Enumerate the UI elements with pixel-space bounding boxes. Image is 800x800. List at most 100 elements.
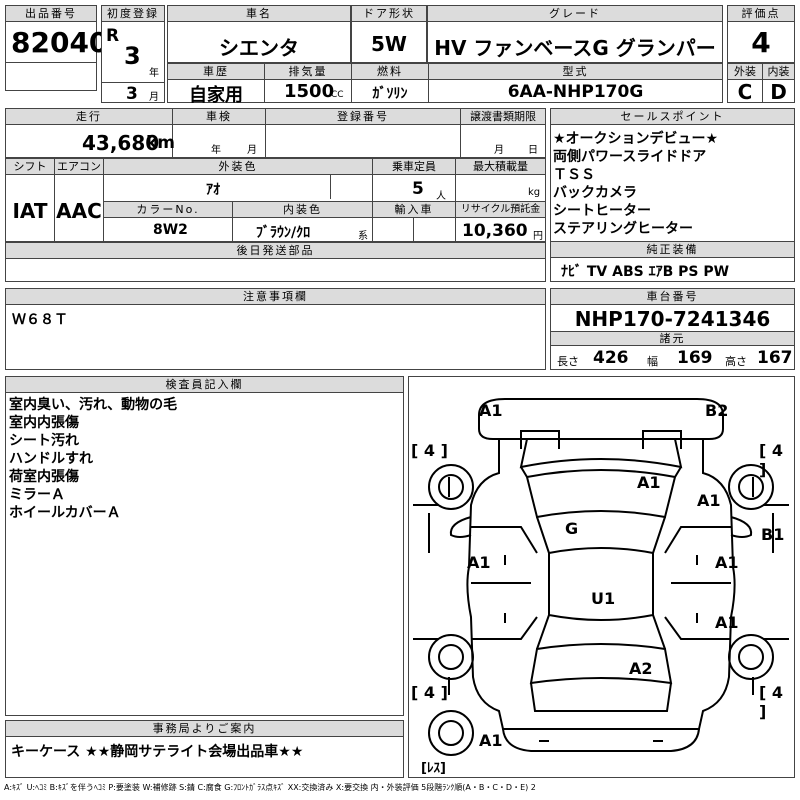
legend: A:ｷｽﾞ U:ﾍｺﾐ B:ｷｽﾞを伴うﾍｺﾐ P:要塗装 W:補修跡 S:錆 … (4, 783, 536, 792)
grades-box: 外装 内装 C D (727, 63, 795, 104)
chassis-number: NHP170-7241346 (574, 307, 771, 331)
first-reg-label: 初度登録 (102, 6, 164, 22)
height-label: 高さ (725, 355, 747, 368)
office-notice: キーケース ★★静岡サテライト会場出品車★★ (11, 744, 304, 760)
mark-b1-right: B1 (761, 525, 785, 544)
mark-a1-front-fender-r: A1 (697, 491, 721, 510)
exterior-grade-label: 外装 (728, 64, 762, 80)
damage-diagram: A1 B2 A1 A1 B1 G A1 A1 U1 A1 A2 A1 [ 4 ]… (408, 376, 795, 778)
mark-g-windshield: G (565, 519, 579, 538)
caution-box: 注意事項欄 Ｗ６８Ｔ (5, 288, 546, 370)
list-item: 荷室内張傷 (9, 469, 79, 485)
mark-a1-hood: A1 (637, 473, 661, 492)
car-outline (413, 398, 789, 756)
lot-number: 82040 (11, 26, 109, 59)
list-item: ホイールカバーＡ (9, 505, 121, 521)
color-no-label: カラーNo. (104, 202, 232, 218)
list-item: ステアリングヒーター (553, 221, 693, 237)
car-name-label: 車名 (168, 6, 350, 22)
transfer-day-unit: 日 (528, 145, 538, 156)
aircon-label: エアコン (55, 159, 103, 175)
later-shipping-label: 後日発送部品 (6, 243, 545, 259)
list-item: 両側パワースライドドア (553, 149, 707, 165)
recycle-label: リサイクル預託金 (456, 202, 545, 218)
fuel-label: 燃料 (352, 64, 428, 80)
length: 426 (593, 348, 629, 368)
equipment: ﾅﾋﾞ TV ABS ｴｱB PS PW (561, 264, 730, 280)
length-label: 長さ (557, 355, 579, 368)
list-item: ハンドルすれ (9, 451, 93, 467)
first-reg-year-unit: 年 (149, 68, 159, 79)
max-load-label: 最大積載量 (456, 159, 545, 175)
displacement-label: 排気量 (265, 64, 351, 80)
reg-number-label: 登録番号 (266, 109, 460, 125)
first-reg-era: R (106, 26, 120, 46)
lot-number-box: 出品番号 82040 (5, 5, 108, 91)
shift: IAT (12, 199, 48, 223)
list-item: 室内臭い、汚れ、動物の毛 (9, 397, 178, 413)
door-label: ドア形状 (352, 6, 426, 22)
import-label: 輸入車 (373, 202, 455, 218)
inspection-month-unit: 月 (247, 145, 257, 156)
spare-tire: [ﾚｽ] (421, 761, 446, 776)
inspector-notes-label: 検査員記入欄 (6, 377, 403, 393)
interior-color: ﾌﾞﾗｳﾝ/ｸﾛ (256, 225, 311, 241)
list-item: ＴＳＳ (553, 167, 595, 183)
recycle-fee: 10,360 (462, 221, 528, 241)
first-reg-month-unit: 月 (149, 92, 159, 103)
vehicle-history: 自家用 (189, 85, 243, 106)
sales-points-label: セールスポイント (551, 109, 794, 125)
inspector-notes-box: 検査員記入欄 室内臭い、汚れ、動物の毛 室内内張傷 シート汚れ ハンドルすれ 荷… (5, 376, 404, 716)
tire-rl-tread: [ 4 ] (411, 683, 448, 702)
mark-a1-rear-left: A1 (479, 731, 503, 750)
sales-points-list: ★オークションデビュー★ 両側パワースライドドア ＴＳＳ バックカメラ シートヒ… (553, 130, 718, 238)
mileage-label: 走行 (6, 109, 172, 125)
model-code-label: 型式 (429, 64, 722, 80)
capacity-label: 乗車定員 (373, 159, 455, 175)
car-name: シエンタ (219, 36, 299, 60)
exterior-grade: C (737, 80, 753, 104)
chassis-label: 車台番号 (551, 289, 794, 305)
height: 167 (757, 348, 793, 368)
list-item: 室内内張傷 (9, 415, 79, 431)
inspection-label: 車検 (173, 109, 265, 125)
score-box: 評価点 4 (727, 5, 795, 63)
first-reg-year: 3 (124, 42, 141, 70)
door-type: 5W (371, 32, 407, 56)
max-load-unit: kg (528, 187, 541, 198)
lot-number-label: 出品番号 (6, 6, 96, 22)
aircon: AAC (56, 199, 102, 223)
transfer-month-unit: 月 (494, 145, 504, 156)
displacement: 1500 (284, 81, 335, 102)
list-item: ★オークションデビュー★ (553, 131, 719, 147)
ext-color-label: 外装色 (104, 159, 372, 175)
mileage-row: 走行 車検 登録番号 譲渡書類期限 43,680 km 年 月 月 日 (5, 108, 546, 158)
interior-grade-label: 内装 (763, 64, 794, 80)
grade: HV ファンベースG グランパー (434, 36, 716, 60)
history-label: 車歴 (168, 64, 264, 80)
chassis-box: 車台番号 NHP170-7241346 諸元 長さ 426 幅 169 高さ 1… (550, 288, 795, 370)
dimensions-label: 諸元 (551, 332, 794, 346)
exterior-color: ｱｵ (206, 182, 220, 198)
spec-row: 車歴 排気量 燃料 型式 自家用 1500 CC ｶﾞｿﾘﾝ 6AA-NHP17… (167, 63, 723, 106)
shift-label: シフト (6, 159, 54, 175)
mark-a1-left-door: A1 (467, 553, 491, 572)
list-item: ミラーＡ (9, 487, 65, 503)
int-color-label: 内装色 (233, 202, 372, 218)
width: 169 (677, 348, 713, 368)
caution-label: 注意事項欄 (6, 289, 545, 305)
mark-a1-right-rear-door: A1 (715, 613, 739, 632)
inspector-notes-list: 室内臭い、汚れ、動物の毛 室内内張傷 シート汚れ ハンドルすれ 荷室内張傷 ミラ… (9, 396, 177, 522)
door-box: ドア形状 5W (351, 5, 427, 63)
width-label: 幅 (647, 355, 658, 368)
capacity-unit: 人 (436, 191, 446, 202)
mark-a1-right-front-door: A1 (715, 553, 739, 572)
recycle-unit: 円 (533, 231, 543, 242)
list-item: バックカメラ (553, 185, 637, 201)
interior-color-unit: 系 (358, 231, 368, 242)
list-item: シート汚れ (9, 433, 79, 449)
office-notice-label: 事務局よりご案内 (6, 721, 403, 737)
office-notice-box: 事務局よりご案内 キーケース ★★静岡サテライト会場出品車★★ (5, 720, 404, 778)
first-registration-box: 初度登録 R 3 年 3 月 (101, 5, 165, 104)
tire-fr-tread: [ 4 ] (759, 441, 784, 479)
